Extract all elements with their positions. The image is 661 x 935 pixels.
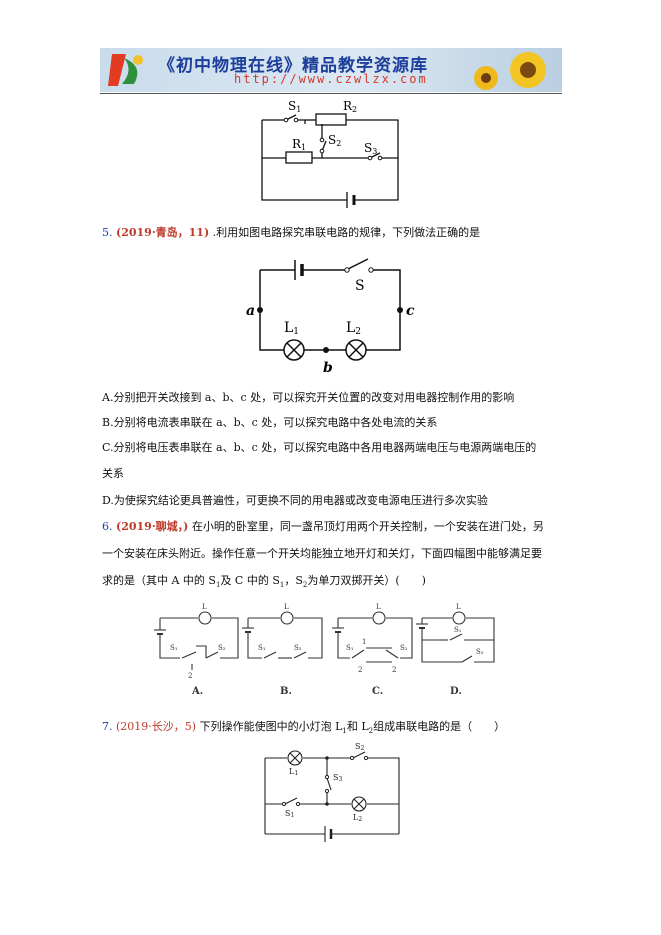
q6-b-s1: S₁ bbox=[258, 644, 266, 652]
q6-c-s1: S₁ bbox=[346, 644, 354, 652]
label-point-a: a bbox=[246, 303, 255, 319]
q5-option-a[interactable]: A.分别把开关改接到 a、b、c 处，可以探究开关位置的改变对用电器控制作用的影… bbox=[102, 391, 515, 404]
q5-circuit-figure: S a c b L1 L2 bbox=[246, 258, 415, 375]
q6-c-n1: 1 bbox=[362, 638, 366, 646]
q6-text-line1: 在小明的卧室里，同一盏吊顶灯用两个开关控制，一个安装在进门处，另 bbox=[191, 520, 544, 533]
q6-stem-line2: 一个安装在床头附近。操作任意一个开关均能独立地开灯和关灯，下面四幅图中能够满足要 bbox=[102, 547, 542, 560]
label-l2: L2 bbox=[346, 320, 361, 337]
q5-stem-text: .利用如图电路探究串联电路的规律，下列做法正确的是 bbox=[212, 226, 481, 239]
header-rule bbox=[100, 93, 562, 94]
label-s1: S1 bbox=[288, 99, 301, 114]
sunflower-icon bbox=[474, 52, 546, 90]
q5-number: 5. bbox=[102, 226, 113, 239]
q5-source: (2019·青岛，11) bbox=[116, 226, 210, 239]
q6-d-lamp-label: L bbox=[456, 603, 461, 611]
q6-number: 6. bbox=[102, 520, 113, 533]
q6-stem-line3: 求的是（其中 A 中的 S1及 C 中的 S1，S2为单刀双掷开关）( ) bbox=[102, 574, 426, 590]
site-logo-icon bbox=[108, 54, 143, 86]
q6-option-c-label[interactable]: C. bbox=[372, 686, 383, 697]
q6-option-a-label[interactable]: A. bbox=[191, 686, 203, 697]
q7-number: 7. bbox=[102, 720, 113, 733]
q7-stem: 7. (2019·长沙，5) 下列操作能使图中的小灯泡 L1和 L2组成串联电路… bbox=[102, 720, 506, 736]
q6-c-lamp-label: L bbox=[376, 603, 381, 611]
q6-source: (2019·聊城，) bbox=[116, 520, 189, 533]
label-switch-s: S bbox=[355, 278, 365, 294]
q5-option-c[interactable]: C.分别将电压表串联在 a、b、c 处，可以探究电路中各用电器两端电压与电源两端… bbox=[102, 441, 537, 454]
q5-option-c-cont: 关系 bbox=[102, 467, 124, 480]
q5-stem: 5. (2019·青岛，11) .利用如图电路探究串联电路的规律，下列做法正确的… bbox=[102, 224, 480, 240]
q5-option-b[interactable]: B.分别将电流表串联在 a、b、c 处，可以探究电路中各处电流的关系 bbox=[102, 416, 438, 429]
q5-option-d[interactable]: D.为使探究结论更具普遍性，可更换不同的用电器或改变电源电压进行多次实验 bbox=[102, 494, 488, 507]
site-banner: 《初中物理在线》精品教学资源库 http://www.czwlzx.com bbox=[100, 48, 562, 92]
q6-b-lamp-label: L bbox=[284, 603, 289, 611]
q6-b-s2: S₂ bbox=[294, 644, 302, 652]
q6-c-n2b: 2 bbox=[392, 666, 396, 674]
label-s3: S3 bbox=[364, 141, 377, 156]
q6-option-d-label[interactable]: D. bbox=[450, 686, 462, 697]
q6-a-n2: 2 bbox=[188, 672, 192, 680]
q6-a-lamp-label: L bbox=[202, 603, 207, 611]
q6-option-b-label[interactable]: B. bbox=[280, 686, 292, 697]
q6-d-s2: S₂ bbox=[476, 648, 484, 656]
q7-label-s2: S2 bbox=[355, 742, 364, 752]
banner-url[interactable]: http://www.czwlzx.com bbox=[234, 72, 428, 86]
q6-c-s2: S₂ bbox=[400, 644, 408, 652]
q6-a-s2: S₂ bbox=[218, 644, 226, 652]
q7-label-s1: S1 bbox=[285, 809, 294, 819]
q7-label-l2: L2 bbox=[353, 813, 362, 823]
q6-options-figure: L L L L S₁ S₂ 2 S₁ S₂ S₁ S₂ 1 2 2 S₁ S₂ … bbox=[154, 603, 495, 697]
label-r2: R2 bbox=[343, 99, 357, 114]
q6-stem-line1: 6. (2019·聊城，) 在小明的卧室里，同一盏吊顶灯用两个开关控制，一个安装… bbox=[102, 518, 544, 534]
q7-circuit-figure: L1 L2 S2 S3 S1 bbox=[264, 742, 400, 842]
label-s2: S2 bbox=[328, 133, 341, 148]
q6-a-s1: S₁ bbox=[170, 644, 178, 652]
label-point-b: b bbox=[323, 360, 333, 375]
label-l1: L1 bbox=[284, 320, 299, 337]
q6-c-n2a: 2 bbox=[358, 666, 362, 674]
q7-label-s3: S3 bbox=[333, 773, 342, 783]
circuit-figure-top: S1 R2 R1 S2 S3 bbox=[261, 99, 399, 208]
q6-d-s1: S₁ bbox=[454, 626, 462, 634]
label-point-c: c bbox=[406, 303, 415, 319]
q7-label-l1: L1 bbox=[289, 767, 298, 777]
q7-source: (2019·长沙，5) bbox=[116, 720, 197, 733]
banner-title: 《初中物理在线》精品教学资源库 bbox=[158, 56, 428, 76]
label-r1: R1 bbox=[292, 137, 306, 152]
